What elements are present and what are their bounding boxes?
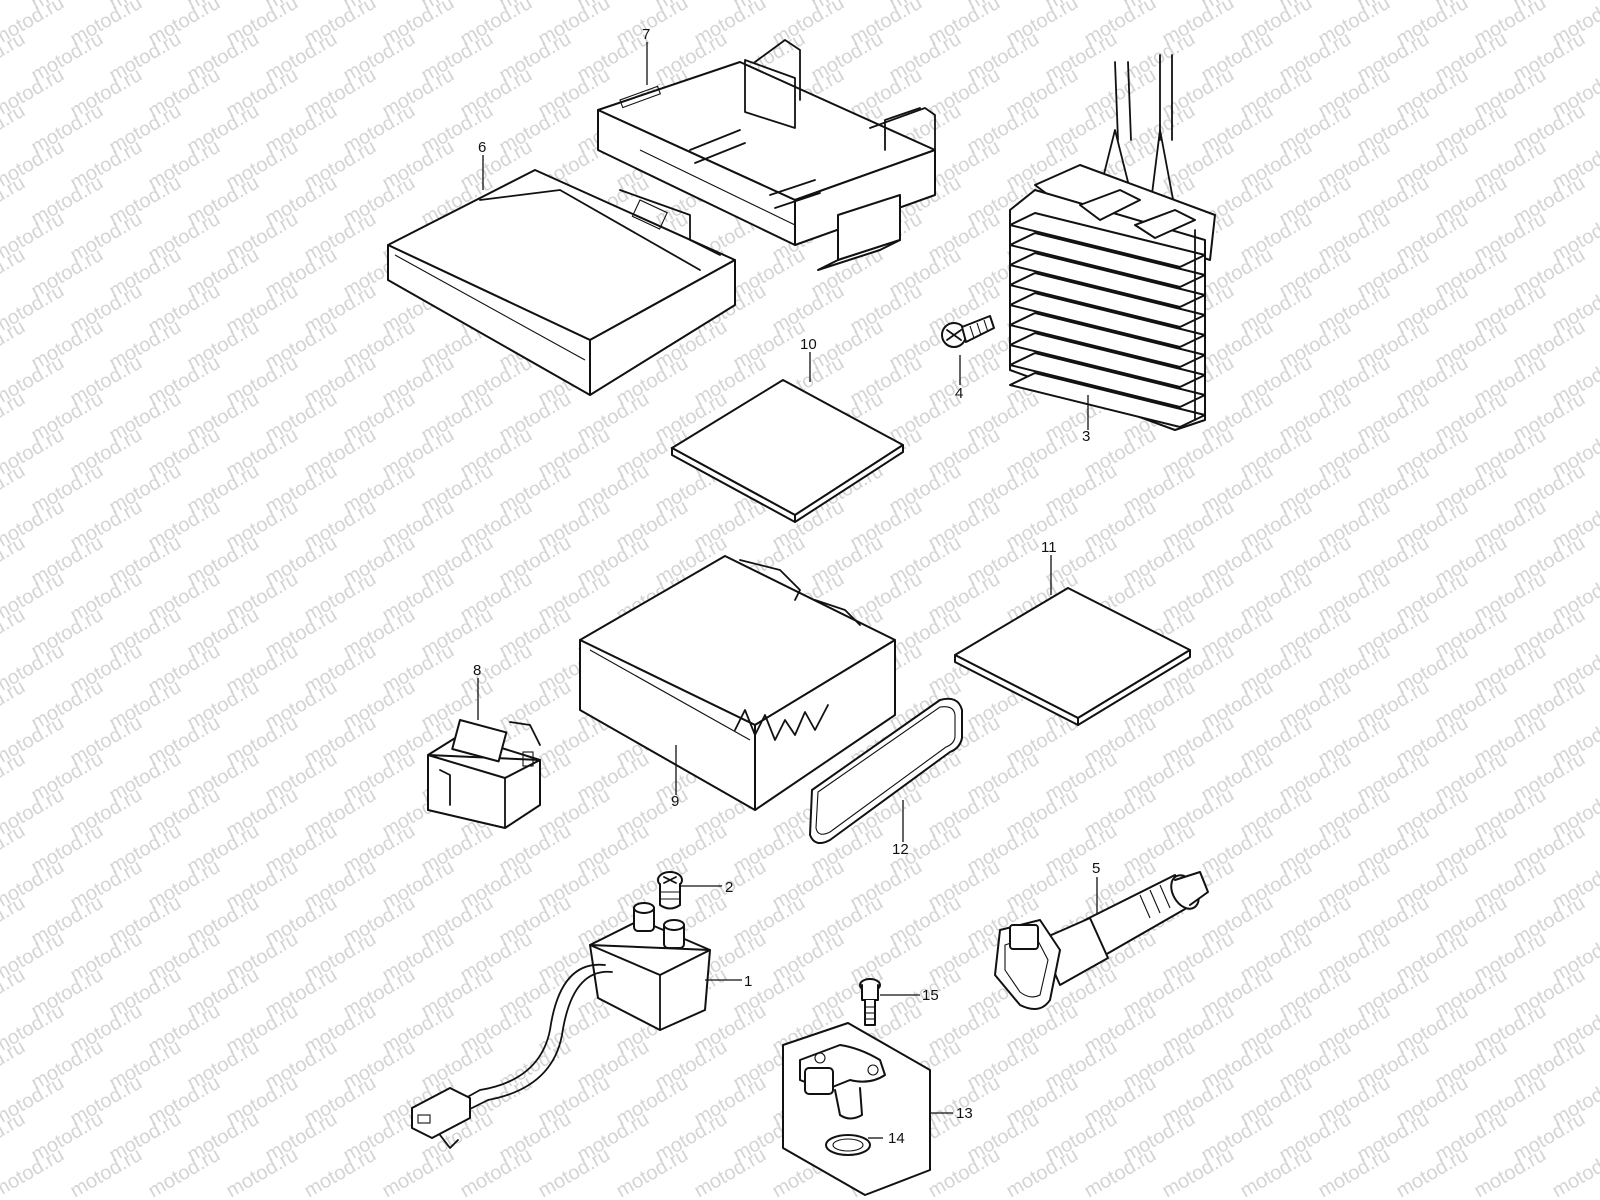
callout-15: 15: [922, 987, 939, 1004]
watermark-text: motod.ru: [0, 964, 29, 1023]
watermark-text: motod.ru: [1159, 1144, 1238, 1200]
watermark-text: motod.ru: [0, 460, 29, 519]
watermark-text: motod.ru: [1471, 1144, 1550, 1200]
watermark-text: motod.ru: [0, 172, 29, 231]
callout-4: 4: [955, 385, 963, 402]
watermark-text: motod.ru: [0, 1108, 29, 1167]
callout-8: 8: [473, 662, 481, 679]
callout-9: 9: [671, 793, 679, 810]
callout-3: 3: [1082, 428, 1090, 445]
fin: [1009, 332, 1206, 388]
watermark-text: motod.ru: [691, 1144, 770, 1200]
fin: [1009, 252, 1206, 308]
watermark-text: motod.ru: [1315, 1144, 1394, 1200]
callout-10: 10: [800, 336, 817, 353]
part-2-screw[interactable]: [657, 871, 683, 910]
watermark-text: motod.ru: [0, 1036, 29, 1095]
part-6-ecu[interactable]: [387, 169, 736, 396]
leader-lines: [477, 42, 1098, 1139]
watermark-text: motod.ru: [0, 100, 29, 159]
callout-14: 14: [888, 1130, 905, 1147]
watermark-text: motod.ru: [613, 1144, 692, 1200]
part-1-starter-relay[interactable]: [411, 902, 711, 1149]
watermark-text: motod.ru: [379, 1144, 458, 1200]
watermark-text: motod.ru: [0, 820, 29, 879]
callout-6: 6: [478, 139, 486, 156]
part-15-screw[interactable]: [859, 978, 881, 1026]
watermark-text: motod.ru: [1393, 1144, 1472, 1200]
watermark-text: motod.ru: [0, 316, 29, 375]
part-3-regulator-rectifier[interactable]: [1009, 54, 1216, 431]
watermark-text: motod.ru: [0, 28, 29, 87]
part-8-relay[interactable]: [427, 719, 541, 829]
part-5-speed-sensor[interactable]: [994, 870, 1209, 1010]
watermark-text: motod.ru: [1081, 1144, 1160, 1200]
watermark-text: motod.ru: [0, 388, 29, 447]
part-13-sensor-kit[interactable]: [782, 1022, 931, 1196]
callouts: 1 2 3 4 5 6 7 8 9 10 11 12 13 14 15: [473, 26, 1100, 1147]
watermark-text: motod.ru: [0, 244, 29, 303]
fin: [1009, 372, 1206, 428]
part-4-bolt[interactable]: [941, 315, 995, 348]
part-7-ecu-bracket[interactable]: [597, 39, 936, 271]
fin: [1009, 312, 1206, 368]
callout-2: 2: [725, 879, 733, 896]
fin: [1009, 352, 1206, 408]
part-11-pad[interactable]: [954, 587, 1191, 726]
callout-13: 13: [956, 1105, 973, 1122]
callout-1: 1: [744, 973, 752, 990]
cooling-fins: [1009, 212, 1206, 428]
watermark-text: motod.ru: [0, 748, 29, 807]
watermark-text: motod.ru: [67, 1144, 146, 1200]
callout-11: 11: [1041, 539, 1057, 556]
part-9-control-unit[interactable]: [579, 555, 896, 811]
watermark-text: motod.ru: [925, 1144, 1004, 1200]
fin: [1009, 292, 1206, 348]
watermark-text: motod.ru: [535, 1144, 614, 1200]
watermark-text: motod.ru: [301, 1144, 380, 1200]
watermark-text: motod.ru: [145, 1144, 224, 1200]
watermark-text: motod.ru: [1549, 1144, 1600, 1200]
callout-12: 12: [892, 841, 909, 858]
callout-5: 5: [1092, 860, 1100, 877]
fin: [1009, 212, 1206, 268]
watermark-text: motod.ru: [1003, 1144, 1082, 1200]
watermark-text: motod.ru: [0, 892, 29, 951]
fin: [1009, 272, 1206, 328]
watermark-text: motod.ru: [457, 1144, 536, 1200]
part-12-gasket[interactable]: [809, 697, 963, 845]
watermark-text: motod.ru: [0, 676, 29, 735]
part-10-pad[interactable]: [671, 379, 904, 523]
watermark-text: motod.ru: [1237, 1144, 1316, 1200]
watermark-text: motod.ru: [0, 604, 29, 663]
callout-7: 7: [642, 26, 650, 43]
fin: [1009, 232, 1206, 288]
watermark-text: motod.ru: [0, 532, 29, 591]
watermark-text: motod.ru: [223, 1144, 302, 1200]
